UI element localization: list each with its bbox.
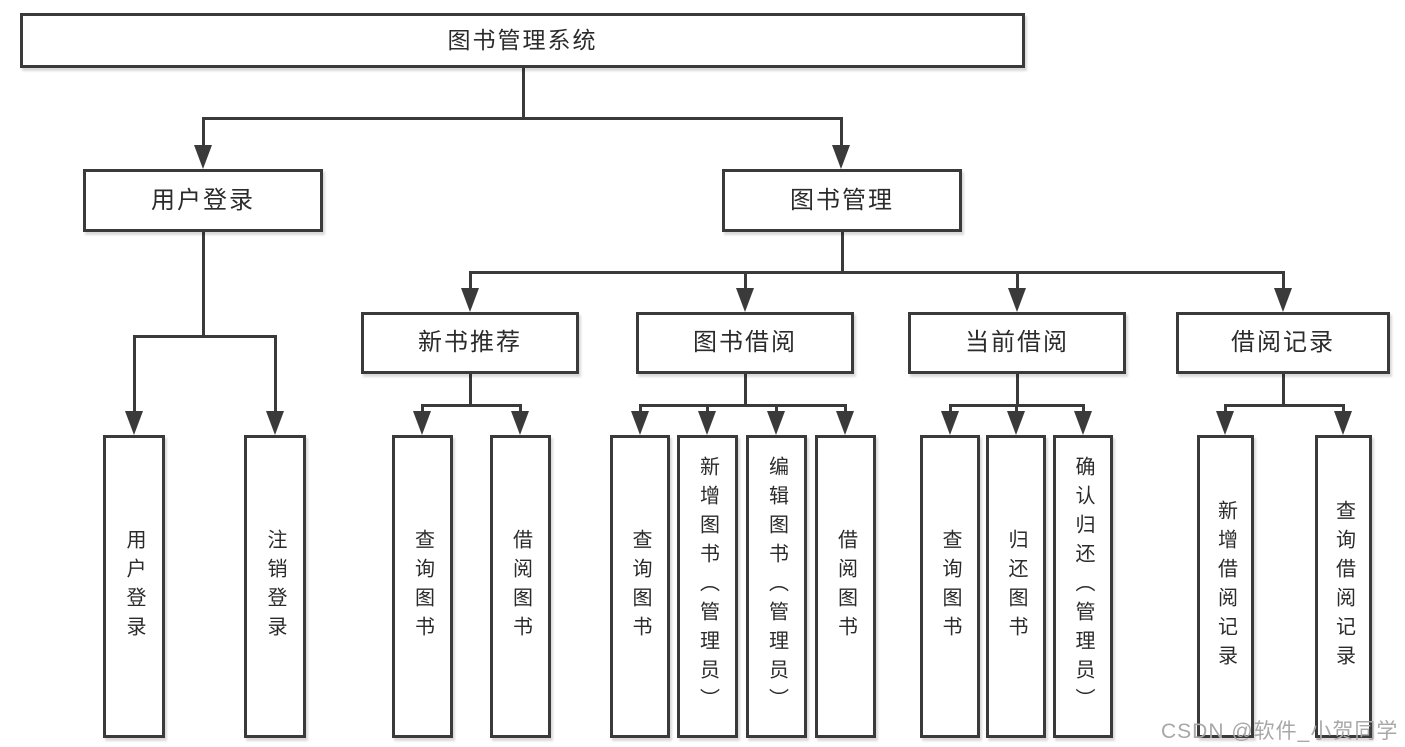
connector-line <box>949 405 952 413</box>
csdn-watermark: CSDN @软件_小贺同学 <box>1161 720 1399 743</box>
connector-line <box>706 405 709 413</box>
leaf-edit-book-admin: 编辑图书（管理员） <box>746 435 807 738</box>
connector-line <box>421 404 522 407</box>
node-library-system: 图书管理系统 <box>20 13 1025 68</box>
leaf-add-borrow-record: 新增借阅记录 <box>1197 435 1254 738</box>
arrow-down-icon <box>125 411 143 435</box>
node-label: 编辑图书（管理员） <box>765 456 788 717</box>
leaf-borrow-books-borrow: 借阅图书 <box>815 435 876 738</box>
node-label: 新增借阅记录 <box>1214 499 1237 674</box>
node-label: 查询图书 <box>629 528 651 645</box>
arrow-down-icon <box>941 411 959 435</box>
connector-line <box>469 374 472 407</box>
connector-line <box>202 232 205 338</box>
node-label: 查询图书 <box>939 528 961 645</box>
arrow-down-icon <box>698 411 716 435</box>
arrow-down-icon <box>736 288 754 312</box>
node-label: 借阅图书 <box>509 528 532 645</box>
node-label: 确认归还（管理员） <box>1072 456 1094 717</box>
node-new-book-recommend: 新书推荐 <box>361 312 579 374</box>
arrow-down-icon <box>194 145 212 169</box>
node-label: 新书推荐 <box>418 329 522 356</box>
leaf-user-login: 用户登录 <box>103 435 165 738</box>
connector-line <box>639 404 847 407</box>
arrow-down-icon <box>1334 411 1352 435</box>
leaf-return-book: 归还图书 <box>986 435 1046 738</box>
arrow-down-icon <box>1274 288 1292 312</box>
leaf-logout: 注销登录 <box>244 435 306 738</box>
node-borrow-records: 借阅记录 <box>1176 312 1390 374</box>
connector-line <box>639 405 642 413</box>
node-label: 用户登录 <box>151 186 255 214</box>
arrow-down-icon <box>1216 411 1234 435</box>
connector-line <box>469 272 472 290</box>
connector-line <box>744 272 747 290</box>
node-label: 归还图书 <box>1005 528 1027 645</box>
connector-line <box>1282 374 1285 407</box>
connector-line <box>841 232 844 274</box>
node-label: 用户登录 <box>123 528 145 645</box>
connector-line <box>949 404 1085 407</box>
leaf-borrow-books-recommend: 借阅图书 <box>490 435 551 738</box>
leaf-add-book-admin: 新增图书（管理员） <box>677 435 738 738</box>
node-label: 图书借阅 <box>693 329 797 356</box>
arrow-down-icon <box>461 288 479 312</box>
arrow-down-icon <box>1007 411 1025 435</box>
connector-line <box>1082 405 1085 413</box>
node-label: 图书管理系统 <box>447 27 598 53</box>
connector-line <box>133 336 136 412</box>
arrow-down-icon <box>511 411 529 435</box>
connector-line <box>202 117 843 120</box>
connector-line <box>1342 405 1345 413</box>
connector-line <box>775 405 778 413</box>
leaf-query-books-borrow: 查询图书 <box>610 435 670 738</box>
node-label: 新增图书（管理员） <box>696 456 719 717</box>
connector-line <box>1282 272 1285 290</box>
arrow-down-icon <box>836 411 854 435</box>
node-label: 借阅图书 <box>834 528 857 645</box>
node-current-borrowing: 当前借阅 <box>908 312 1126 374</box>
node-label: 借阅记录 <box>1231 329 1335 356</box>
connector-line <box>202 118 205 146</box>
node-label: 查询图书 <box>411 528 434 645</box>
node-book-management: 图书管理 <box>722 169 962 232</box>
node-label: 查询借阅记录 <box>1332 499 1355 674</box>
connector-line <box>1224 404 1345 407</box>
connector-line <box>1016 272 1019 290</box>
connector-line <box>1224 405 1227 413</box>
leaf-query-books-current: 查询图书 <box>920 435 980 738</box>
connector-line <box>1015 405 1018 413</box>
arrow-down-icon <box>266 411 284 435</box>
connector-line <box>840 118 843 146</box>
node-label: 图书管理 <box>790 186 894 214</box>
connector-line <box>844 405 847 413</box>
leaf-confirm-return-admin: 确认归还（管理员） <box>1053 435 1113 738</box>
arrow-down-icon <box>832 145 850 169</box>
arrow-down-icon <box>767 411 785 435</box>
arrow-down-icon <box>413 411 431 435</box>
connector-line <box>519 405 522 413</box>
leaf-query-books-recommend: 查询图书 <box>392 435 453 738</box>
connector-line <box>421 405 424 413</box>
connector-line <box>469 271 1285 274</box>
connector-line <box>744 374 747 407</box>
leaf-query-borrow-record: 查询借阅记录 <box>1315 435 1372 738</box>
node-book-borrowing: 图书借阅 <box>636 312 854 374</box>
node-label: 注销登录 <box>264 528 286 645</box>
arrow-down-icon <box>631 411 649 435</box>
connector-line <box>522 68 525 120</box>
connector-line <box>274 336 277 412</box>
connector-line <box>133 335 277 338</box>
node-label: 当前借阅 <box>965 329 1069 356</box>
arrow-down-icon <box>1008 288 1026 312</box>
connector-line <box>1016 374 1019 407</box>
arrow-down-icon <box>1074 411 1092 435</box>
node-user-login: 用户登录 <box>83 169 323 232</box>
